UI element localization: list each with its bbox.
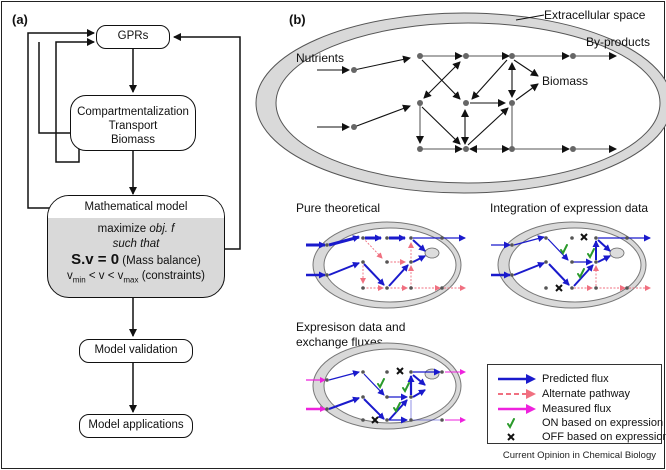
scenario-exchange-title-line1: Expresison data and <box>296 320 405 334</box>
math-model-title: Mathematical model <box>48 196 224 218</box>
scenario-pure-theoretical <box>306 221 466 309</box>
transport-label: Transport <box>108 120 158 132</box>
black-x-icon <box>507 433 515 441</box>
check-icon <box>587 248 595 259</box>
panel-b-label: (b) <box>289 12 306 27</box>
x-icon <box>371 416 379 424</box>
legend: Predicted flux Alternate pathway Measure… <box>487 364 666 444</box>
check-icon <box>402 382 410 393</box>
applications-label: Model applications <box>88 419 184 431</box>
constraints-line: vmin < v < vmax (constraints) <box>67 270 205 285</box>
feedback-model-to-gprs <box>173 33 241 250</box>
scenario-exchange <box>306 342 466 430</box>
blue-arrow-icon <box>498 374 536 384</box>
check-icon <box>393 402 401 413</box>
scenario-integration-title: Integration of expression data <box>490 201 648 215</box>
biomass-label: Biomass <box>110 134 156 146</box>
mass-balance-line: S.v = 0 (Mass balance) <box>71 251 201 268</box>
x-icon <box>580 233 588 241</box>
dashed-pink-arrow-icon <box>498 389 536 399</box>
model-validation-node: Model validation <box>79 339 193 363</box>
nutrients-label: Nutrients <box>296 51 344 65</box>
gprs-label: GPRs <box>117 30 149 42</box>
green-check-icon <box>507 418 515 429</box>
extracellular-pointer <box>515 14 545 21</box>
check-icon <box>377 378 385 389</box>
scenario-integration <box>491 221 651 309</box>
check-icon <box>560 244 568 255</box>
feedback-line-validation <box>38 42 79 134</box>
compartment-node: Compartmentalization Transport Biomass <box>70 95 196 151</box>
magenta-arrow-icon <box>498 404 536 414</box>
feedback-validation-to-gprs <box>55 38 95 163</box>
biomass-label: Biomass <box>542 74 588 88</box>
scenario-pure-theoretical-title: Pure theoretical <box>296 201 380 215</box>
x-icon <box>555 284 563 292</box>
extracellular-label: Extracellular space <box>544 8 646 22</box>
mathematical-model-node: Mathematical model maximize obj. f such … <box>47 195 225 298</box>
byproducts-label: By-products <box>586 35 650 49</box>
model-applications-node: Model applications <box>79 414 193 438</box>
gprs-node: GPRs <box>96 25 170 49</box>
panel-a-label: (a) <box>12 12 28 27</box>
such-that-line: such that <box>112 238 160 250</box>
objective-line: maximize obj. f <box>97 223 175 235</box>
compartment-label: Compartmentalization <box>77 106 189 118</box>
validation-label: Model validation <box>94 344 178 356</box>
footer-credit: Current Opinion in Chemical Biology <box>502 450 656 461</box>
x-icon <box>396 367 404 375</box>
check-icon <box>577 268 585 279</box>
